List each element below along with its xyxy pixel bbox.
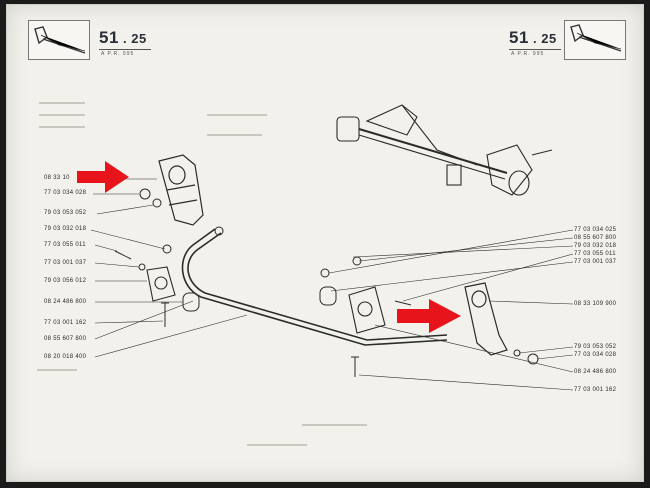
part-number-label: 08 33 109 900 xyxy=(574,301,617,307)
part-number-label: 77 03 001 162 xyxy=(44,320,87,326)
part-number-label: 79 03 056 012 xyxy=(44,278,87,284)
left-mount-bracket-icon xyxy=(158,154,204,226)
stabilizer-bar-icon xyxy=(181,228,448,346)
page-number-main: 51 xyxy=(509,28,529,47)
part-number-label: 77 03 034 025 xyxy=(574,227,617,233)
washer-icon xyxy=(152,198,162,208)
part-number-label: 77 03 034 028 xyxy=(574,352,617,358)
catalog-page: 51 . 25 A P.R. 995 51 . 25 A P.R. 995 xyxy=(6,4,644,482)
right-clamp-icon xyxy=(348,286,386,334)
red-arrow-icon xyxy=(397,299,461,333)
right-mount-bracket-icon xyxy=(464,282,508,356)
exploded-view-drawing xyxy=(37,102,574,446)
part-number-label: 77 03 055 011 xyxy=(574,251,616,257)
part-number-label: 08 55 607 800 xyxy=(44,336,87,342)
part-number-label: 77 03 001 162 xyxy=(574,387,617,393)
leader-lines-right xyxy=(328,229,574,391)
bar-end-icon xyxy=(214,226,224,236)
page-codes-left: A P.R. 995 xyxy=(101,51,135,57)
red-arrow-icon xyxy=(77,161,129,193)
highlight-arrows xyxy=(77,161,461,333)
rubber-bush-icon xyxy=(319,286,337,306)
nut-icon xyxy=(320,268,330,278)
nut-icon xyxy=(139,188,151,200)
bolt-icon xyxy=(351,356,359,377)
page-number-right: 51 . 25 xyxy=(509,28,557,47)
part-number-label: 08 33 10 xyxy=(44,175,70,181)
page-codes-right: A P.R. 995 xyxy=(511,51,545,57)
screw-icon xyxy=(114,250,132,260)
thumbnail-right xyxy=(564,20,626,60)
bolt-icon xyxy=(161,302,169,327)
part-number-label: 08 20 018 400 xyxy=(44,354,87,360)
page-number-sub: 25 xyxy=(131,31,147,46)
page-number-sub: 25 xyxy=(541,31,557,46)
show-through-marks xyxy=(37,102,367,446)
stabilizer-thumbnail-icon xyxy=(34,26,86,54)
part-number-label: 08 24 486 800 xyxy=(44,299,87,305)
part-number-label: 77 03 001 037 xyxy=(574,259,617,265)
stabilizer-thumbnail-icon xyxy=(570,24,622,52)
part-number-label: 77 03 001 037 xyxy=(44,260,87,266)
page-number-main: 51 xyxy=(99,28,119,47)
part-number-label: 08 24 486 800 xyxy=(574,369,617,375)
thumbnail-left xyxy=(28,20,90,60)
part-number-label: 79 03 053 052 xyxy=(44,210,87,216)
part-number-label: 77 03 055 011 xyxy=(44,242,86,248)
header-rule-left xyxy=(99,49,151,50)
left-clamp-icon xyxy=(146,266,176,302)
header-rule-right xyxy=(509,49,561,50)
part-number-label: 79 03 032 018 xyxy=(574,243,617,249)
part-number-label: 77 03 034 028 xyxy=(44,190,87,196)
part-number-label: 79 03 032 018 xyxy=(44,226,87,232)
part-number-label: 08 55 607 800 xyxy=(574,235,617,241)
part-number-label: 79 03 053 052 xyxy=(574,344,617,350)
axle-overview-icon xyxy=(336,104,553,196)
screw-icon xyxy=(394,300,412,306)
page-number-left: 51 . 25 xyxy=(99,28,147,47)
